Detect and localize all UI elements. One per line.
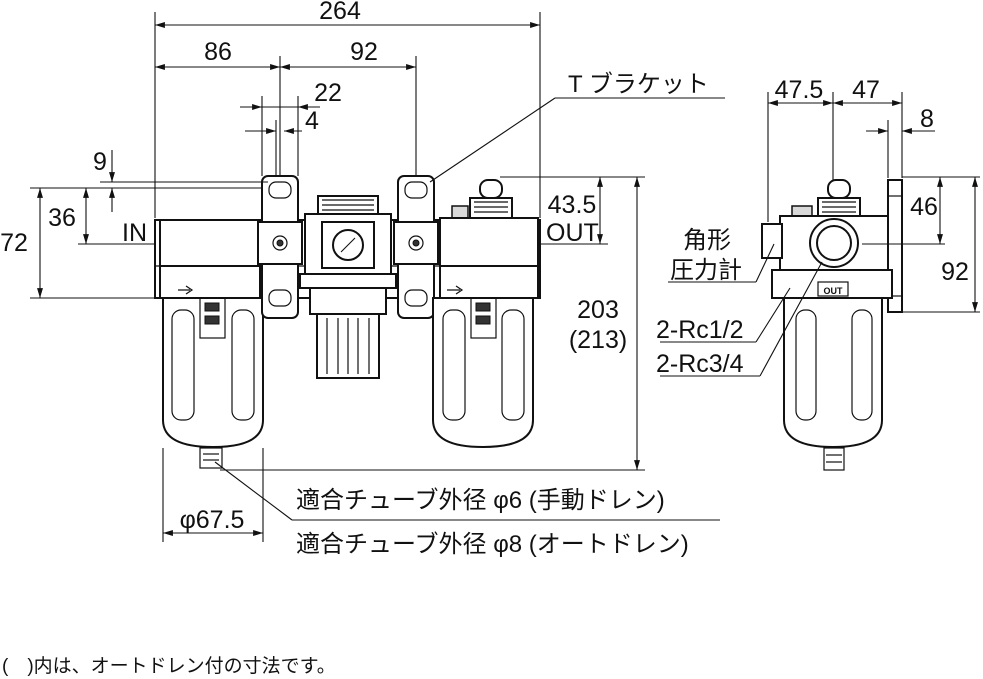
dim-height-36: 36 [48, 204, 76, 232]
regulator [299, 195, 397, 379]
dim-bracket-slot: 4 [305, 107, 319, 135]
dim-filter-pitch: 86 [204, 38, 232, 66]
label-port-large: 2-Rc3/4 [656, 350, 744, 378]
dim-bracket-width: 22 [314, 79, 342, 107]
label-gauge-line2: 圧力計 [670, 257, 742, 284]
lubricator [432, 179, 539, 449]
dim-side-8: 8 [920, 105, 934, 133]
label-gauge-line1: 角形 [683, 227, 731, 254]
dim-offset-9: 9 [93, 148, 107, 176]
left-bracket [257, 175, 303, 319]
label-outlet: OUT [546, 219, 599, 247]
dim-height-72: 72 [0, 229, 28, 257]
label-tube-auto: 適合チューブ外径 φ8 (オートドレン) [296, 531, 689, 558]
dim-side-47-5: 47.5 [775, 76, 824, 104]
label-port-small: 2-Rc1/2 [656, 316, 744, 344]
dim-bowl-diameter: φ67.5 [180, 506, 245, 534]
dim-regulator-pitch: 92 [350, 38, 378, 66]
side-out-mark: OUT [824, 286, 844, 296]
label-tube-manual: 適合チューブ外径 φ6 (手動ドレン) [296, 487, 665, 514]
front-view: 264 86 92 22 4 9 36 72 43.5 203 (213) φ6… [0, 0, 725, 558]
left-filter [159, 219, 264, 469]
dim-height-203: 203 [577, 296, 619, 324]
dim-height-43-5: 43.5 [548, 191, 597, 219]
footnote: ( )内は、オートドレン付の寸法です。 [2, 655, 336, 677]
dim-height-213: (213) [569, 326, 627, 354]
dim-side-47: 47 [852, 76, 880, 104]
dim-side-92: 92 [941, 258, 969, 286]
dim-overall-width: 264 [319, 0, 361, 25]
label-inlet: IN [122, 219, 147, 247]
label-t-bracket: T ブラケット [568, 71, 709, 98]
dim-side-46: 46 [910, 193, 938, 221]
right-bracket [393, 175, 439, 319]
side-view: OUT 47.5 47 8 46 92 角形 圧力計 2-Rc1/2 [656, 76, 980, 471]
